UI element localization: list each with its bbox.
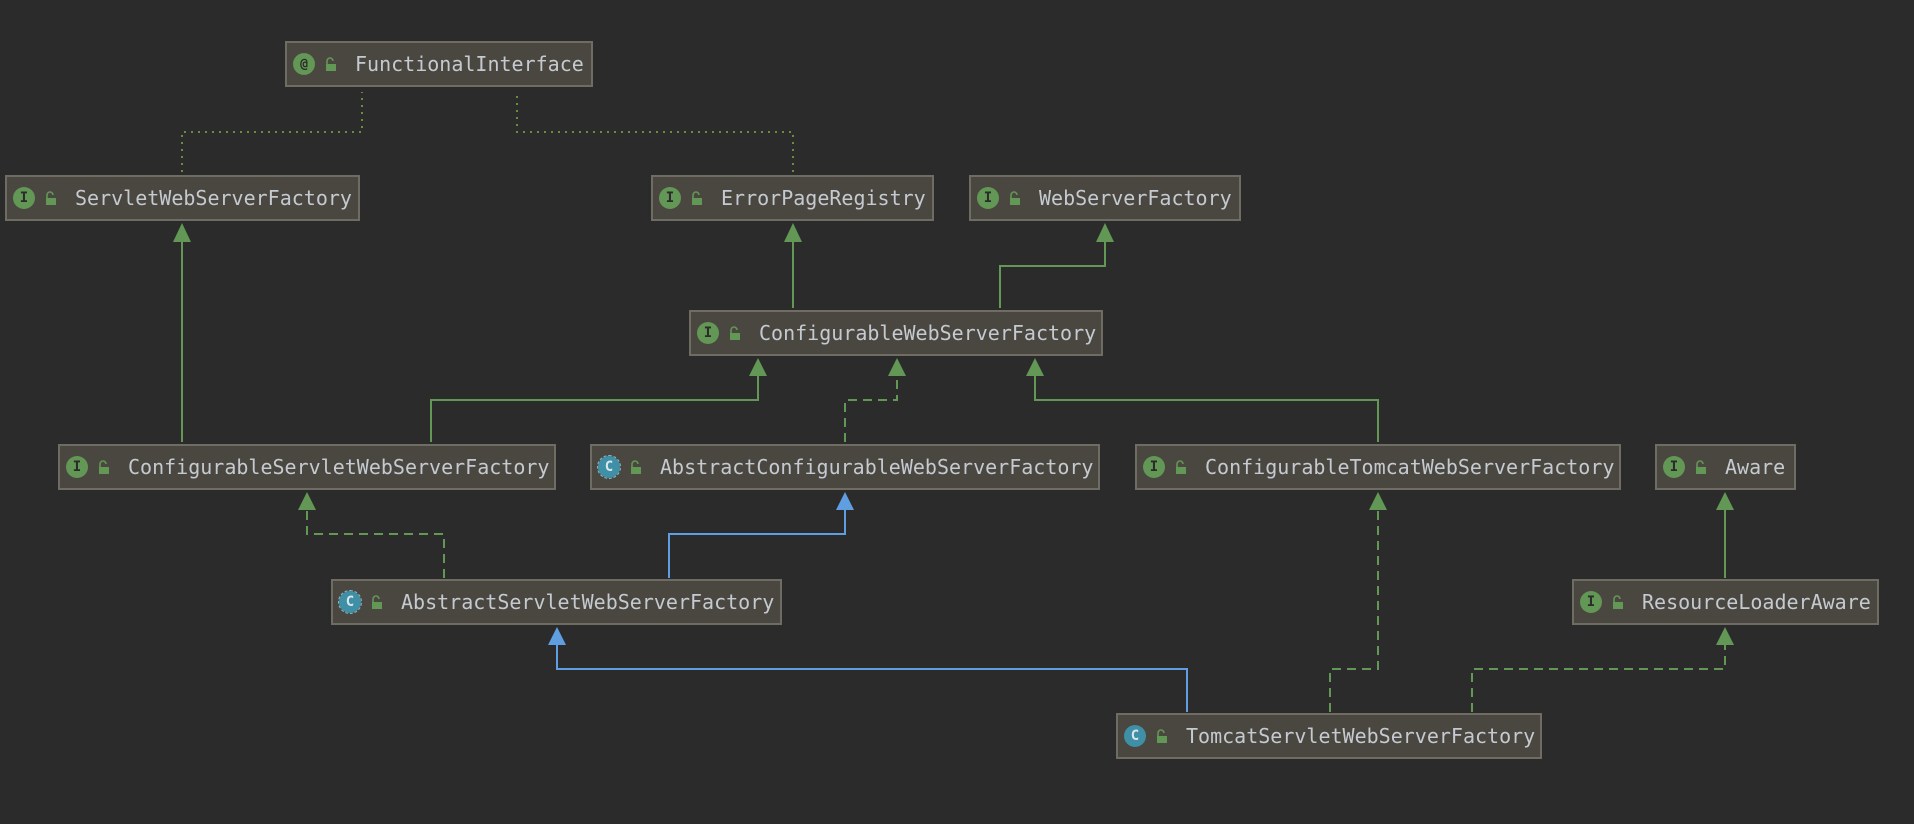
interface-icon: I	[697, 322, 719, 344]
node-tomcat-servlet-web-server-factory[interactable]: C TomcatServletWebServerFactory	[1116, 713, 1542, 759]
node-label: ServletWebServerFactory	[75, 186, 352, 210]
arrowheads	[173, 223, 1734, 645]
node-label: Aware	[1725, 455, 1786, 479]
arrowhead-configurableservletwebserverfactory	[298, 492, 316, 510]
unlocked-icon	[1010, 191, 1020, 205]
node-functional-interface[interactable]: @ FunctionalInterface	[285, 41, 593, 87]
unlocked-icon	[326, 57, 336, 71]
arrowhead-aware	[1716, 492, 1734, 510]
node-label: ConfigurableWebServerFactory	[759, 321, 1097, 345]
arrowhead-configurablewebserverfactory-right	[1026, 358, 1044, 376]
node-resource-loader-aware[interactable]: I ResourceLoaderAware	[1572, 579, 1879, 625]
interface-icon: I	[66, 456, 88, 478]
arrowhead-resourceloaderaware	[1716, 627, 1734, 645]
node-error-page-registry[interactable]: I ErrorPageRegistry	[651, 175, 934, 221]
edge-configurableservletwebserverfactory-configurablewebserverfactory	[430, 374, 759, 442]
unlocked-icon	[99, 460, 109, 474]
arrowhead-abstractservletwebserverfactory	[548, 627, 566, 645]
node-configurable-tomcat-web-server-factory[interactable]: I ConfigurableTomcatWebServerFactory	[1135, 444, 1621, 490]
unlocked-icon	[1613, 595, 1623, 609]
node-web-server-factory[interactable]: I WebServerFactory	[969, 175, 1241, 221]
interface-icon: I	[977, 187, 999, 209]
arrowhead-webserverfactory	[1096, 223, 1114, 242]
node-label: ErrorPageRegistry	[721, 186, 926, 210]
interface-icon: I	[13, 187, 35, 209]
arrowhead-abstractconfigurablewebserverfactory	[836, 492, 854, 510]
node-label: ConfigurableServletWebServerFactory	[128, 455, 550, 479]
unlocked-icon	[1696, 460, 1706, 474]
abstract-class-icon: C	[597, 455, 621, 479]
abstract-class-icon: C	[338, 590, 362, 614]
node-servlet-web-server-factory[interactable]: I ServletWebServerFactory	[5, 175, 360, 221]
node-label: ConfigurableTomcatWebServerFactory	[1205, 455, 1615, 479]
interface-icon: I	[1580, 591, 1602, 613]
edge-tomcatservletwebserverfactory-abstractservletwebserverfactory	[556, 643, 1188, 712]
arrowhead-configurablewebserverfactory-mid	[888, 358, 906, 376]
class-icon: C	[1124, 725, 1146, 747]
interface-icon: I	[659, 187, 681, 209]
node-label: WebServerFactory	[1039, 186, 1232, 210]
edge-tomcatservletwebserverfactory-resourceloaderaware	[1471, 643, 1726, 712]
edge-configurablewebserverfactory-webserverfactory	[999, 240, 1106, 308]
edge-abstractservletwebserverfactory-abstractconfigurablewebserverfactory	[668, 508, 846, 578]
node-abstract-servlet-web-server-factory[interactable]: C AbstractServletWebServerFactory	[331, 579, 782, 625]
node-configurable-servlet-web-server-factory[interactable]: I ConfigurableServletWebServerFactory	[58, 444, 556, 490]
unlocked-icon	[1157, 729, 1167, 743]
edge-servletwebserverfactory-functionalinterface	[181, 92, 363, 172]
unlocked-icon	[372, 595, 382, 609]
edge-configurabletomcatwebserverfactory-configurablewebserverfactory	[1034, 374, 1379, 442]
node-label: AbstractServletWebServerFactory	[401, 590, 775, 614]
interface-icon: I	[1663, 456, 1685, 478]
edge-errorpageregistry-functionalinterface	[516, 92, 794, 172]
node-label: AbstractConfigurableWebServerFactory	[660, 455, 1094, 479]
unlocked-icon	[730, 326, 740, 340]
arrowhead-configurablewebserverfactory-left	[749, 358, 767, 376]
edge-abstractservletwebserverfactory-configurableservletwebserverfactory	[306, 508, 445, 578]
node-label: TomcatServletWebServerFactory	[1186, 724, 1536, 748]
unlocked-icon	[46, 191, 56, 205]
unlocked-icon	[1176, 460, 1186, 474]
edge-tomcatservletwebserverfactory-configurabletomcatwebserverfactory	[1329, 508, 1379, 712]
arrowhead-errorpageregistry	[784, 223, 802, 242]
arrowhead-configurabletomcatwebserverfactory	[1369, 492, 1387, 510]
unlocked-icon	[631, 460, 641, 474]
node-configurable-web-server-factory[interactable]: I ConfigurableWebServerFactory	[689, 310, 1103, 356]
unlocked-icon	[692, 191, 702, 205]
node-aware[interactable]: I Aware	[1655, 444, 1796, 490]
node-abstract-configurable-web-server-factory[interactable]: C AbstractConfigurableWebServerFactory	[590, 444, 1100, 490]
arrowhead-servletwebserverfactory	[173, 223, 191, 242]
edge-abstractconfigurablewebserverfactory-configurablewebserverfactory	[844, 374, 898, 442]
node-label: ResourceLoaderAware	[1642, 590, 1871, 614]
interface-icon: I	[1143, 456, 1165, 478]
node-label: FunctionalInterface	[355, 52, 584, 76]
annotation-icon: @	[293, 53, 315, 75]
